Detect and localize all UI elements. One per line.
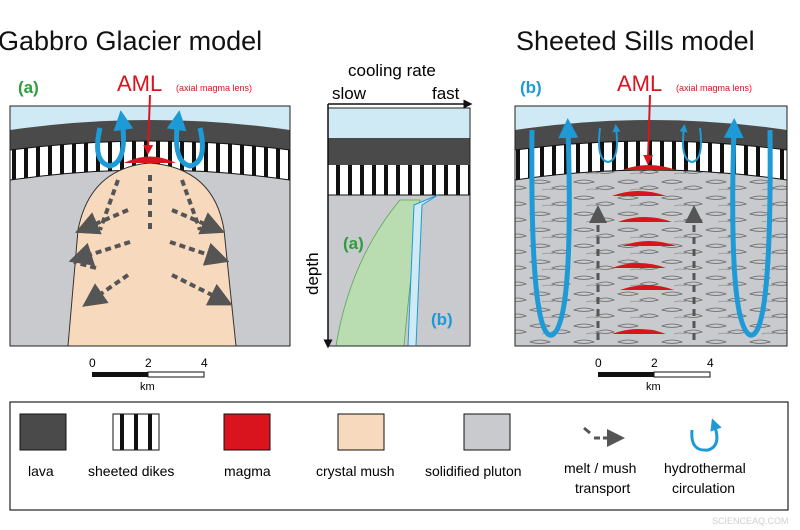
cooling-band-b [407,194,439,346]
cooling-band-a [335,199,421,346]
scale-tick: 4 [201,356,208,370]
legend-swatch-solidified-pluton [463,413,511,451]
legend-swatch-crystal-mush [337,413,385,451]
cooling-rate-title: cooling rate [348,61,436,80]
legend-label-hydrothermal: hydrothermal [664,460,746,476]
axis-fast: fast [432,84,460,103]
scale-tick: 2 [145,356,152,370]
dashed-arrow-icon [583,426,625,447]
legend-label-transport: transport [575,480,630,496]
circulation-arrow-icon [690,418,722,452]
melt-transport-arrows-a [68,175,233,307]
legend-label-circulation: circulation [672,480,735,496]
panel-b: (b) AML (axial magma lens) [514,71,788,347]
scale-unit: km [140,381,155,393]
panel-b-label: (b) [520,78,542,97]
scale-tick: 2 [651,356,658,370]
scale-tick: 0 [89,356,96,370]
aml-label-b: AML [617,71,662,96]
band-label-a: (a) [343,234,364,253]
magma-sills-b [612,165,676,334]
title-gabbro-glacier: Gabbro Glacier model [0,26,262,56]
scale-bar-right: 0 2 4 km [595,356,714,393]
legend-swatch-lava [19,413,67,451]
legend: lava sheeted dikes magma crystal mush so… [9,401,789,511]
legend-swatch-magma [223,413,271,451]
panel-a: (a) AML (axial magma lens) [9,71,291,347]
legend-label-crystal-mush: crystal mush [316,463,395,479]
legend-label-melt-mush: melt / mush [564,460,636,476]
scale-unit: km [646,381,661,393]
hydrothermal-loops-b [529,118,773,338]
hydrothermal-loops-a [95,110,205,169]
legend-label-sheeted-dikes: sheeted dikes [88,463,174,479]
melt-transport-arrows-b [589,205,703,340]
aml-note-b: (axial magma lens) [676,83,752,93]
legend-label-solidified-pluton: solidified pluton [425,463,522,479]
legend-label-lava: lava [28,463,54,479]
scale-bar-left: 0 2 4 km [89,356,208,393]
legend-label-magma: magma [224,463,271,479]
aml-label-a: AML [117,71,162,96]
axis-slow: slow [332,84,367,103]
aml-note-a: (axial magma lens) [176,83,252,93]
cooling-rate-panel: cooling rate slow fast depth (a) (b) [303,61,473,349]
panel-a-label: (a) [18,78,39,97]
magma-lens-a [124,156,176,163]
scale-tick: 4 [707,356,714,370]
legend-swatch-sheeted-dikes [112,413,160,451]
title-sheeted-sills: Sheeted Sills model [516,26,755,56]
watermark: SCIENCEAQ.COM [712,516,789,526]
axis-depth: depth [303,252,322,295]
band-label-b: (b) [431,310,453,329]
scale-tick: 0 [595,356,602,370]
